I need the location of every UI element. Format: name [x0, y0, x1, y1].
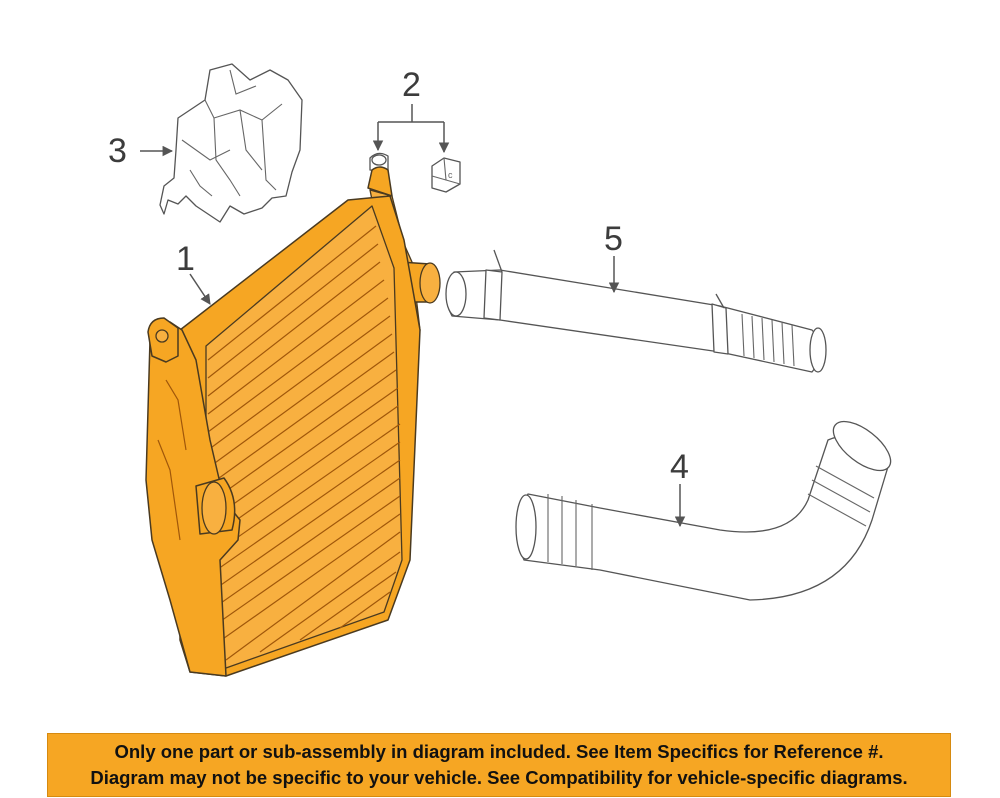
- callout-3: 3: [108, 132, 127, 170]
- disclaimer-line-1: Only one part or sub-assembly in diagram…: [114, 741, 884, 762]
- hose-part-4: [515, 420, 892, 601]
- disclaimer-banner: Only one part or sub-assembly in diagram…: [47, 733, 951, 797]
- intercooler-part-1: [145, 166, 441, 677]
- callout-1: 1: [176, 240, 195, 278]
- disclaimer-line-2: Diagram may not be specific to your vehi…: [90, 767, 908, 788]
- leader-arrows: [140, 104, 686, 528]
- callout-2: 2: [402, 66, 421, 104]
- callout-5: 5: [604, 220, 623, 258]
- callout-4: 4: [670, 448, 689, 486]
- isolator-part-2: c: [369, 152, 461, 193]
- svg-text:c: c: [448, 170, 453, 180]
- parts-diagram: c: [140, 63, 892, 677]
- bracket-part-3: [159, 63, 303, 223]
- hose-part-5: [445, 249, 827, 373]
- core-fins: [207, 225, 401, 661]
